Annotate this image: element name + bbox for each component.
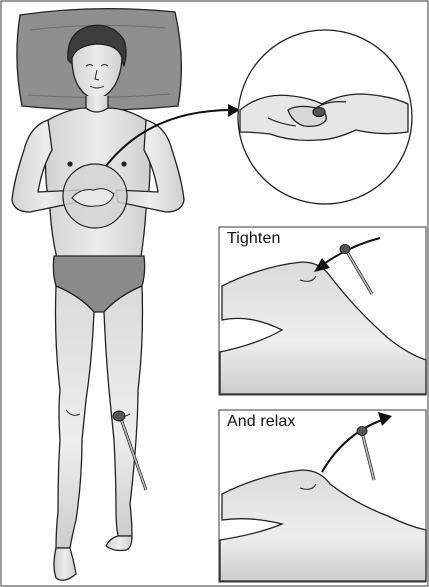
nipple-right — [121, 161, 127, 167]
clasped-hands-detail — [239, 93, 409, 142]
reflex-hammer-small — [112, 410, 148, 491]
relax-leg — [219, 469, 427, 582]
left-foot — [105, 535, 133, 552]
relax-arrowhead — [378, 412, 392, 426]
left-arm — [115, 119, 185, 213]
clasped-hands-small — [71, 188, 115, 207]
tighten-arrowhead — [314, 258, 330, 272]
zoom-arrowhead — [228, 104, 240, 117]
relax-label: And relax — [227, 413, 296, 430]
relax-arc — [321, 419, 383, 473]
right-leg — [54, 285, 95, 549]
tighten-leg — [219, 261, 427, 395]
reflex-hammer-tighten — [339, 244, 374, 295]
left-leg — [103, 285, 144, 537]
face-features — [85, 64, 109, 89]
zoom-arrow — [105, 109, 233, 167]
reflex-hammer-relax — [356, 426, 376, 481]
nipple-left — [67, 161, 73, 167]
right-foot — [53, 547, 77, 581]
tighten-label: Tighten — [227, 230, 281, 247]
right-arm — [11, 119, 81, 213]
